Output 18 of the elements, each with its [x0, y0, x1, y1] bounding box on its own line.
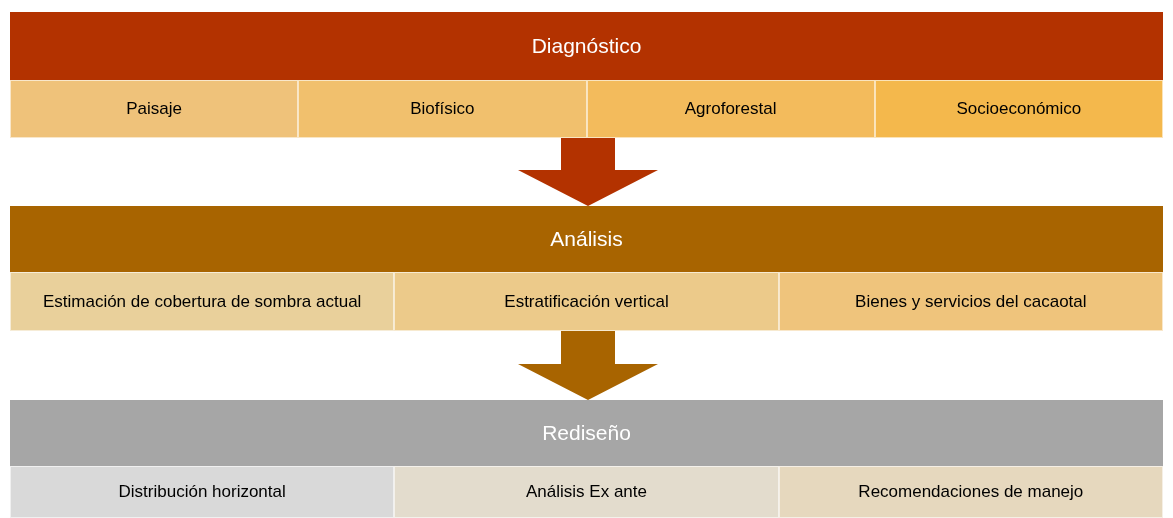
topic-cell: Estratificación vertical: [394, 272, 779, 331]
block-arrow: [518, 331, 658, 400]
stage-title: Rediseño: [542, 420, 631, 447]
topic-cell: Paisaje: [10, 80, 299, 138]
topic-cell: Estimación de cobertura de sombra actual: [10, 272, 395, 331]
stage-band: [10, 206, 1163, 331]
topic-cell: Agroforestal: [586, 80, 875, 138]
block-arrow: [518, 138, 658, 206]
topic-cell: Recomendaciones de manejo: [778, 466, 1163, 518]
topic-cell: Bienes y servicios del cacaotal: [778, 272, 1163, 331]
topic-cell: Biofísico: [298, 80, 587, 138]
stage-title: Diagnóstico: [531, 33, 642, 60]
stage-band: [10, 12, 1163, 138]
topic-cell: Análisis Ex ante: [394, 466, 779, 518]
topic-cell: Distribución horizontal: [10, 466, 395, 518]
topic-cell: Socioeconómico: [874, 80, 1163, 138]
stage-title: Análisis: [550, 226, 623, 253]
stage-band: [10, 400, 1163, 518]
